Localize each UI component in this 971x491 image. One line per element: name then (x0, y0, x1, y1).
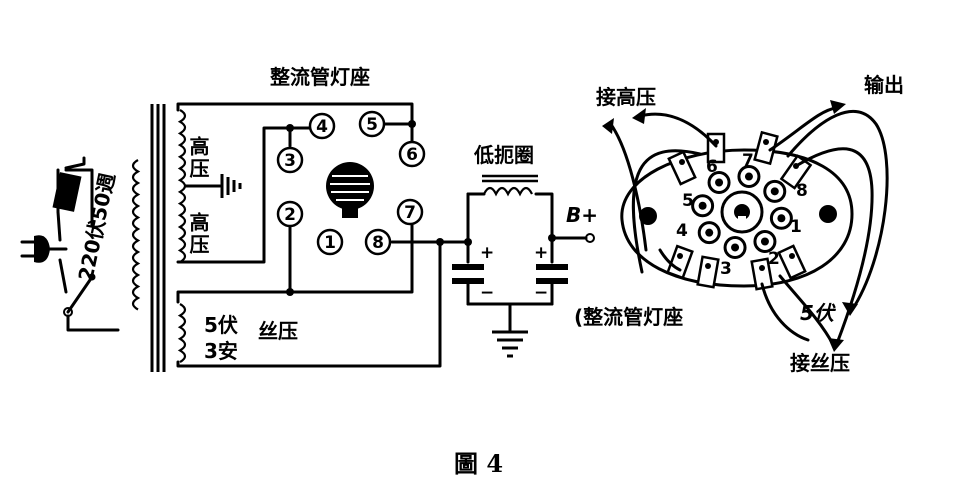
pin-4-number: 4 (316, 117, 328, 137)
pin-1-circle (316, 228, 344, 256)
pin-2-circle (276, 200, 304, 228)
filter-capacitor-left (452, 264, 484, 306)
solder-lug (753, 130, 779, 166)
hv-wiring (176, 102, 416, 264)
transformer-primary-coil (131, 159, 141, 311)
pin-4-circle (308, 112, 336, 140)
mains-switch (63, 168, 120, 332)
pin-7-circle (396, 198, 424, 226)
socket-pin-number-5: 5 (682, 191, 694, 211)
output-label: 输出 (864, 73, 904, 97)
socket-pin-number-4: 4 (676, 221, 688, 241)
pin-6-number: 6 (406, 145, 418, 165)
tube-key-symbol (326, 162, 374, 218)
socket-pin-number-6: 6 (706, 157, 718, 177)
heater-5v-label: 5伏 (800, 301, 837, 325)
rectifier-socket-title: 整流管灯座 (269, 65, 370, 89)
socket-leads (602, 100, 889, 352)
heater-rating-volts: 5伏 (204, 313, 238, 337)
transformer-hv-secondary-coil (177, 109, 187, 264)
heater-rating-amps: 3安 (204, 339, 238, 363)
socket-pin-number-1: 1 (790, 217, 802, 237)
filter-capacitor-right (536, 264, 568, 306)
solder-lug (696, 255, 720, 289)
pin-7-number: 7 (404, 203, 416, 223)
to-heater-voltage-label: 接丝压 (790, 351, 850, 375)
filter-ground (466, 302, 554, 358)
filter-choke-coil (482, 174, 538, 197)
mains-plug (20, 168, 68, 294)
center-tap-ground (184, 174, 242, 198)
cap-right-plus: + (534, 243, 548, 263)
pin-8-number: 8 (372, 233, 384, 253)
mains-voltage-label: 220伏50週 (73, 171, 119, 283)
transformer-heater-secondary-coil (177, 303, 187, 363)
solder-lug (667, 150, 697, 186)
pin-6-circle (398, 140, 426, 168)
socket-pin-number-8: 8 (796, 181, 808, 201)
hv-label-lower: 高压 (186, 211, 210, 256)
pin-8-circle (364, 228, 392, 256)
fuse-element (52, 156, 86, 212)
pin-1-number: 1 (324, 233, 336, 253)
hv-label-upper: 高压 (186, 135, 210, 180)
pin-5-number: 5 (366, 115, 378, 135)
solder-lug (777, 244, 807, 280)
tube-socket-bottom-view (620, 130, 854, 291)
figure-caption: 圖 4 (454, 449, 503, 478)
mounting-hole-left (639, 207, 657, 225)
pin-5-circle (358, 110, 386, 138)
choke-label: 低扼圈 (473, 143, 534, 167)
b-plus-label: B+ (566, 203, 598, 227)
pin-3-circle (276, 146, 304, 174)
pin-3-number: 3 (284, 151, 296, 171)
transformer-core (150, 104, 166, 372)
socket-view-label: (整流管灯座 (574, 305, 683, 329)
to-high-voltage-label: 接高压 (596, 85, 656, 109)
cap-right-minus: − (534, 283, 548, 303)
socket-pin-number-7: 7 (742, 151, 754, 171)
heater-voltage-label: 丝压 (258, 319, 298, 343)
socket-pin-number-2: 2 (768, 249, 780, 269)
mounting-hole-right (819, 205, 837, 223)
cap-left-plus: + (480, 243, 494, 263)
cap-left-minus: − (480, 283, 494, 303)
rectified-output-wiring (390, 192, 595, 264)
socket-pin-number-3: 3 (720, 259, 732, 279)
heater-wiring (176, 222, 442, 368)
solder-lug (666, 244, 694, 280)
pin-2-number: 2 (284, 205, 296, 225)
